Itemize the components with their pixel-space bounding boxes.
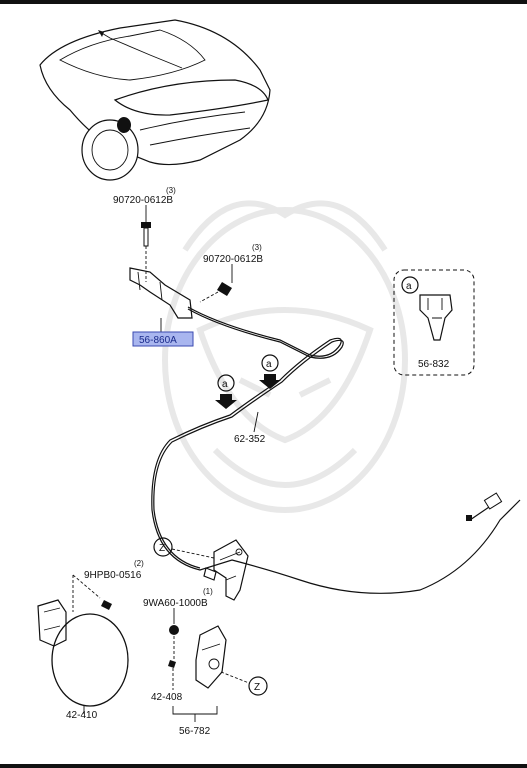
lever-assembly-bracket bbox=[172, 706, 218, 715]
release-cable bbox=[151, 306, 521, 594]
ref-z-lower-label: Z bbox=[254, 682, 260, 693]
cable-number: 62-352 bbox=[234, 434, 266, 445]
top-rule bbox=[0, 0, 527, 4]
lever-assembly-number: 56-782 bbox=[179, 726, 211, 737]
clip-ref-letter: a bbox=[406, 281, 412, 292]
screw-number: 9HPB0-0516 bbox=[84, 570, 142, 581]
bolt-side-qty: (3) bbox=[252, 243, 262, 252]
lever-upper-graphic bbox=[203, 539, 249, 601]
ref-z-upper-label: Z bbox=[159, 543, 165, 554]
bolt-side-number: 90720-0612B bbox=[203, 254, 263, 265]
clip-graphic bbox=[419, 294, 453, 341]
bolt-upper-qty: (3) bbox=[166, 186, 176, 195]
fuel-lid-graphic bbox=[37, 599, 129, 707]
bracket-label-highlight[interactable] bbox=[132, 331, 194, 347]
nut-qty: (1) bbox=[203, 587, 213, 596]
ref-a-mid-label: a bbox=[222, 379, 228, 390]
ref-z-lower-circle bbox=[248, 676, 268, 696]
clip-ref-circle bbox=[401, 276, 419, 294]
small-part-number: 42-408 bbox=[151, 692, 183, 703]
ref-z-upper-circle bbox=[153, 537, 173, 557]
cable-end-fitting bbox=[466, 492, 503, 521]
car-rear-illustration bbox=[39, 19, 271, 181]
bracket-graphic bbox=[129, 267, 193, 333]
nut-graphic bbox=[169, 608, 179, 660]
ref-a-top-label: a bbox=[266, 359, 272, 370]
watermark-emblem bbox=[162, 200, 408, 513]
bracket-number[interactable]: 56-860A bbox=[139, 335, 177, 346]
bolt-upper-number: 90720-0612B bbox=[113, 195, 173, 206]
screw-qty: (2) bbox=[134, 559, 144, 568]
nut-number: 9WA60-1000B bbox=[143, 598, 208, 609]
clip-number: 56-832 bbox=[418, 359, 450, 370]
lid-number: 42-410 bbox=[66, 710, 98, 721]
bolt-upper-graphic bbox=[141, 205, 151, 282]
screw-graphic bbox=[72, 574, 112, 612]
ref-a-top-marker bbox=[259, 354, 281, 389]
clip-detail-box bbox=[393, 269, 475, 376]
bottom-rule bbox=[0, 764, 527, 768]
cable-leader bbox=[253, 411, 259, 433]
lever-lower-graphic bbox=[168, 625, 227, 689]
ref-a-mid-marker bbox=[215, 374, 237, 409]
bolt-side-graphic bbox=[199, 264, 233, 303]
